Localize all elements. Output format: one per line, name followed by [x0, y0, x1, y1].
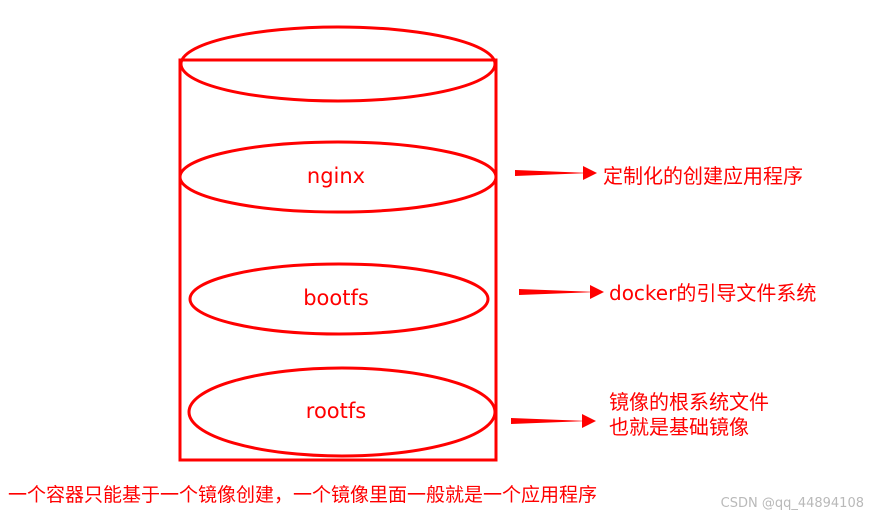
rootfs-annotation-line-1: 镜像的根系统文件: [609, 390, 769, 414]
container-body: [178, 58, 498, 462]
bootfs-layer-label: bootfs: [303, 286, 369, 310]
rootfs-layer-ellipse: [187, 366, 497, 458]
nginx-annotation: 定制化的创建应用程序: [603, 164, 803, 188]
rootfs-annotation: 镜像的根系统文件 也就是基础镜像: [609, 390, 769, 440]
bootfs-arrow: [519, 285, 604, 299]
footer-caption: 一个容器只能基于一个镜像创建，一个镜像里面一般就是一个应用程序: [8, 484, 598, 506]
bootfs-layer-ellipse: [188, 262, 490, 336]
bootfs-annotation: docker的引导文件系统: [609, 281, 817, 305]
nginx-arrow: [515, 166, 597, 180]
container-top-ellipse: [179, 25, 497, 103]
rootfs-layer-label: rootfs: [305, 399, 367, 423]
nginx-layer-ellipse: [178, 140, 498, 214]
rootfs-arrow: [511, 414, 596, 428]
watermark: CSDN @qq_44894108: [720, 496, 864, 511]
nginx-layer-label: nginx: [306, 164, 366, 188]
rootfs-annotation-line-2: 也就是基础镜像: [609, 415, 749, 439]
